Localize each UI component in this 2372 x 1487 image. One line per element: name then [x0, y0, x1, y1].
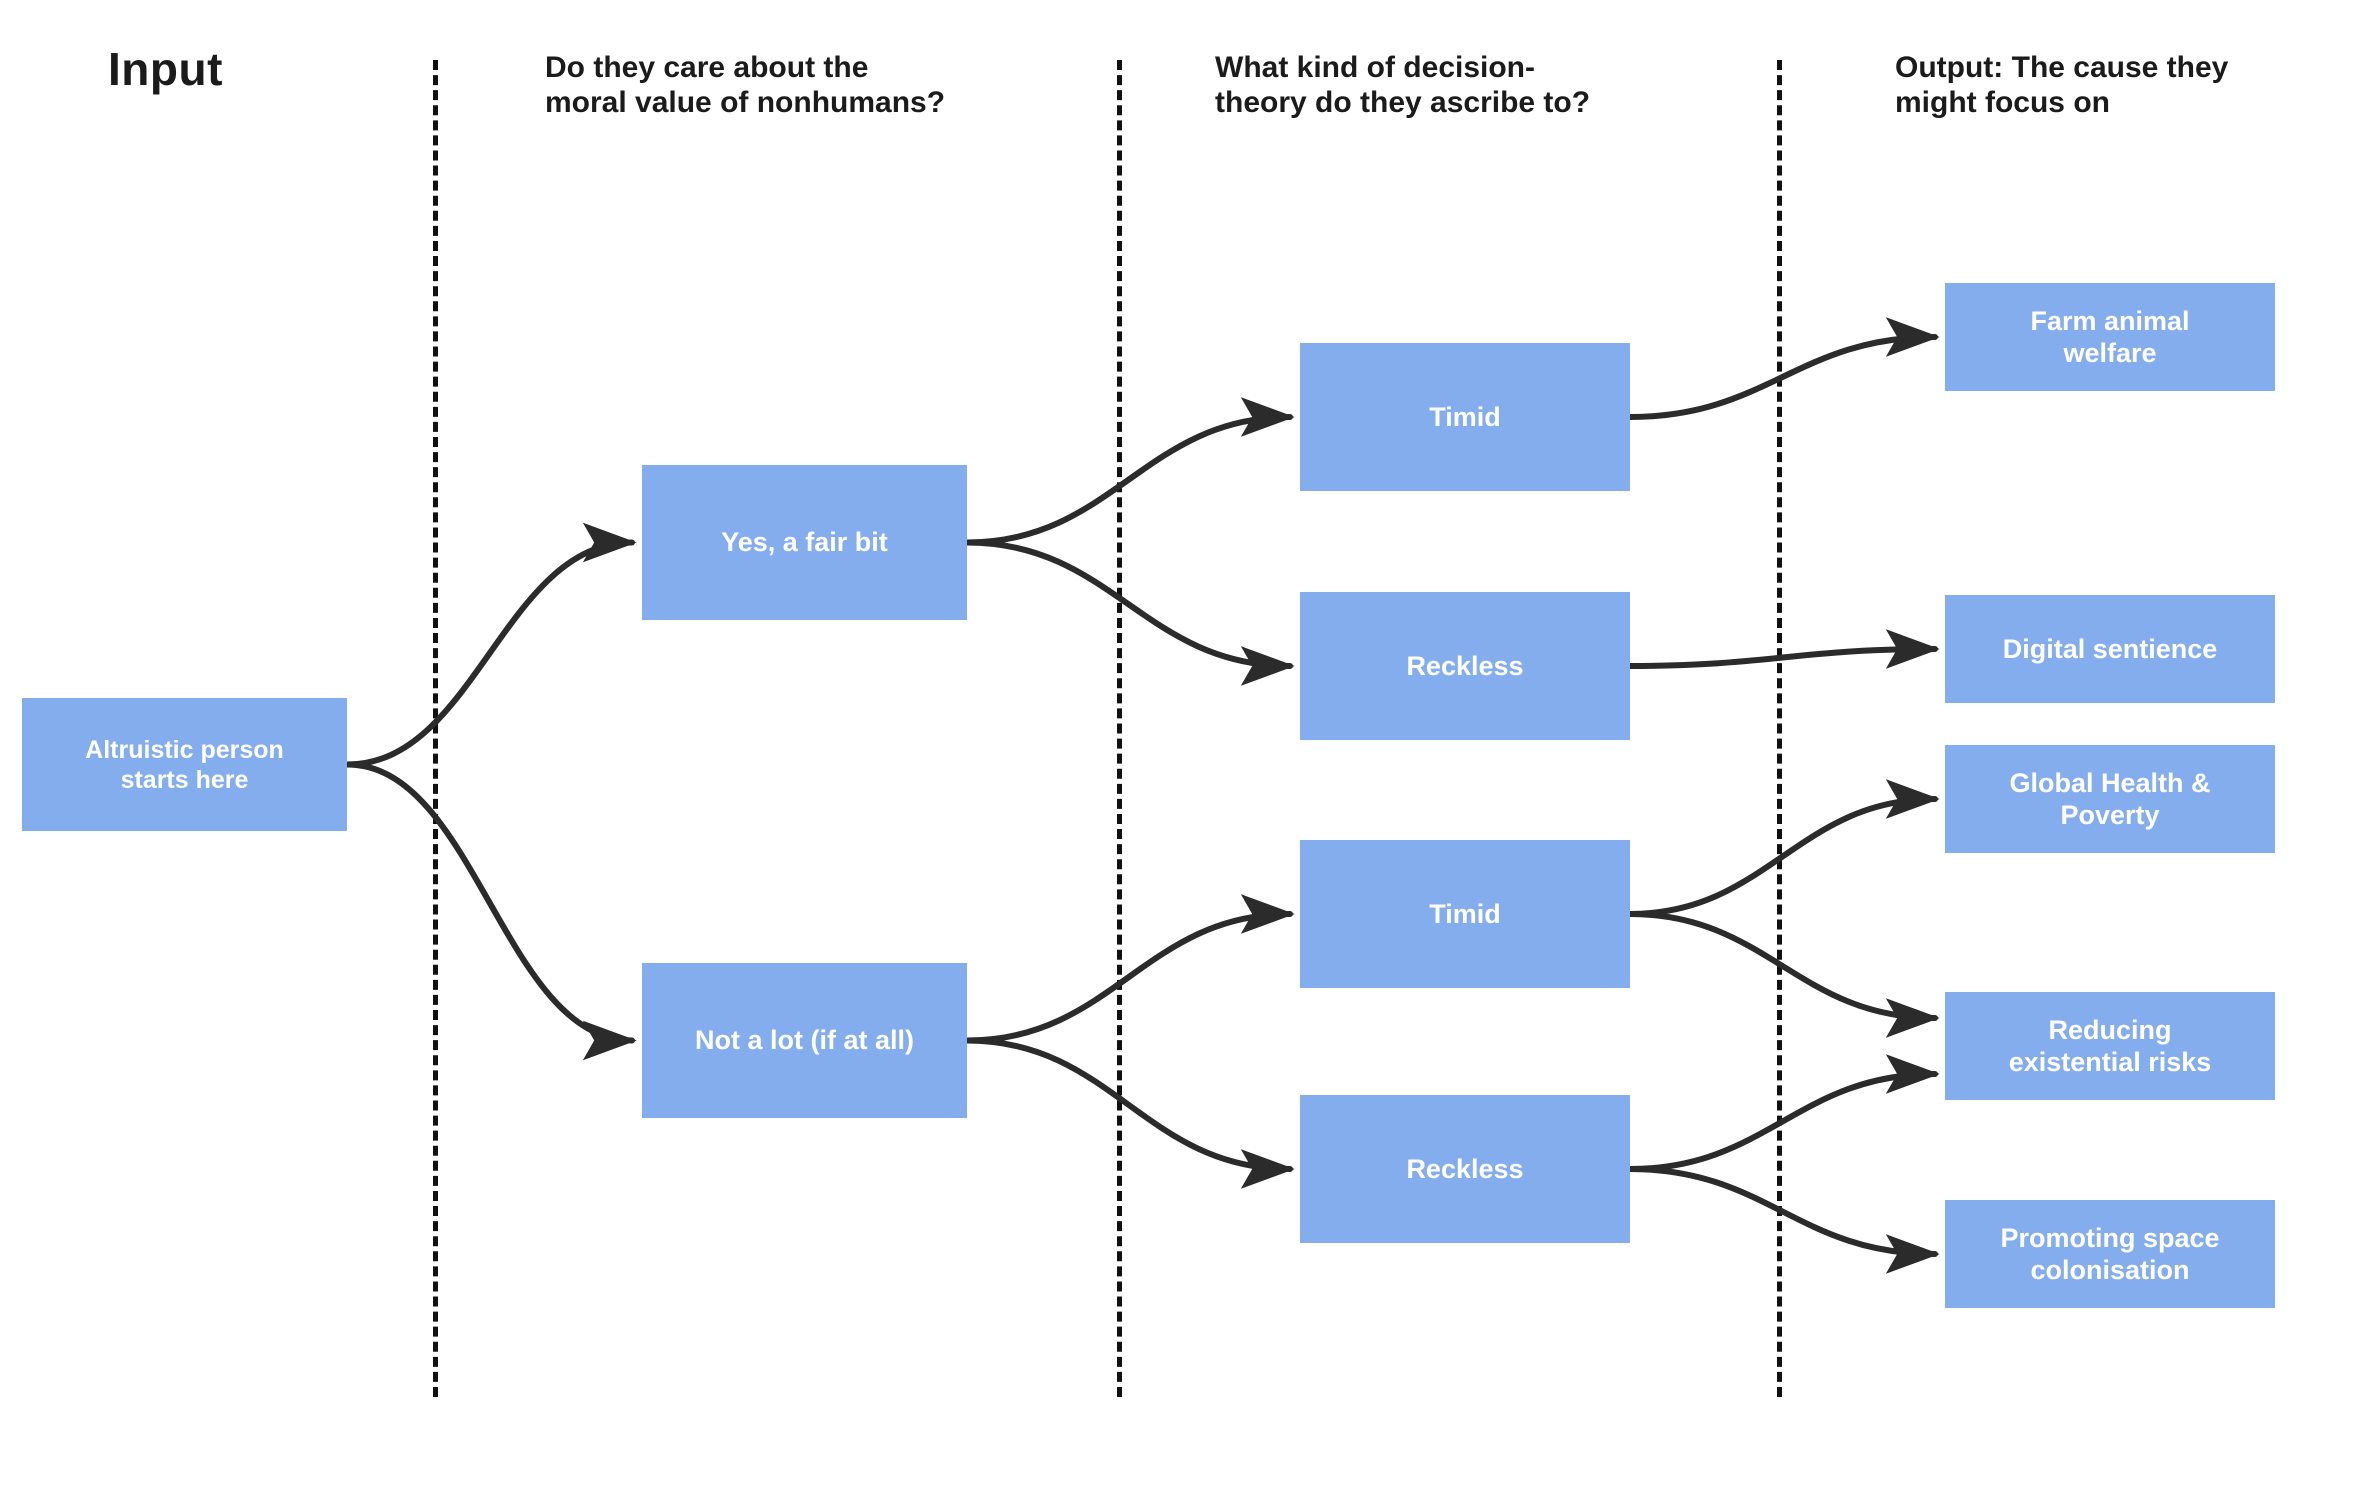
node-label: Promoting space colonisation [2000, 1222, 2220, 1285]
node-space[interactable]: Promoting space colonisation [1945, 1200, 2275, 1308]
node-global[interactable]: Global Health & Poverty [1945, 745, 2275, 853]
column-header-input: Input [108, 43, 223, 95]
node-timid_a[interactable]: Timid [1300, 343, 1630, 491]
node-timid_b[interactable]: Timid [1300, 840, 1630, 988]
node-label: Global Health & Poverty [2009, 767, 2211, 830]
edge-yes-to-timid_a [964, 397, 1295, 546]
node-xrisk[interactable]: Reducing existential risks [1945, 992, 2275, 1100]
edge-reckless_a-to-digital [1627, 629, 1940, 669]
column-header-moral-value-question: Do they care about the moral value of no… [545, 51, 946, 120]
column-divider-1 [433, 60, 438, 1397]
node-label: Timid [1429, 401, 1501, 432]
node-farm[interactable]: Farm animal welfare [1945, 283, 2275, 391]
edge-yes-to-reckless_a [964, 539, 1295, 686]
edge-start-to-yes [344, 522, 637, 768]
node-label: Altruistic person starts here [85, 735, 284, 794]
edge-timid_b-to-xrisk [1627, 911, 1940, 1038]
column-divider-3 [1777, 60, 1782, 1397]
node-start[interactable]: Altruistic person starts here [22, 698, 347, 831]
edge-reckless_b-to-xrisk [1627, 1054, 1940, 1172]
node-label: Reducing existential risks [2008, 1014, 2212, 1077]
node-label: Reckless [1406, 650, 1524, 681]
node-label: Timid [1429, 898, 1501, 929]
column-header-decision-theory-question: What kind of decision- theory do they as… [1215, 51, 1591, 120]
node-label: Reckless [1406, 1153, 1524, 1184]
edge-start-to-not [344, 761, 637, 1061]
node-yes[interactable]: Yes, a fair bit [642, 465, 967, 620]
node-reckless_b[interactable]: Reckless [1300, 1095, 1630, 1243]
edge-not-to-reckless_b [964, 1037, 1295, 1189]
node-label: Not a lot (if at all) [695, 1025, 914, 1056]
edge-timid_a-to-farm [1627, 317, 1940, 420]
column-divider-2 [1117, 60, 1122, 1397]
edge-timid_b-to-global [1627, 779, 1940, 917]
node-label: Digital sentience [2002, 633, 2218, 664]
node-label: Farm animal welfare [2030, 305, 2190, 368]
node-not[interactable]: Not a lot (if at all) [642, 963, 967, 1118]
edge-reckless_b-to-space [1627, 1166, 1940, 1274]
node-digital[interactable]: Digital sentience [1945, 595, 2275, 703]
edge-not-to-timid_b [964, 894, 1295, 1044]
node-label: Yes, a fair bit [721, 527, 888, 558]
node-reckless_a[interactable]: Reckless [1300, 592, 1630, 740]
column-header-output: Output: The cause they might focus on [1895, 51, 2229, 120]
